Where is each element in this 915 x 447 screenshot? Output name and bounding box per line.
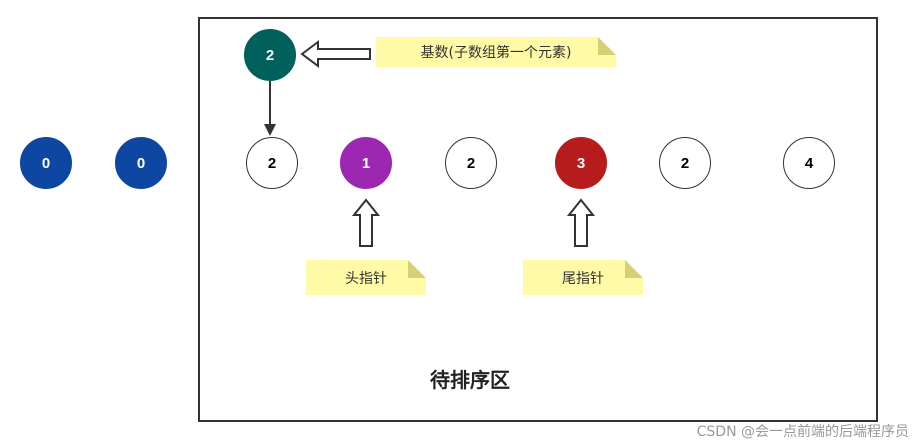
head-pointer-arrow bbox=[351, 198, 381, 247]
tail-pointer-label: 尾指针 bbox=[562, 270, 604, 287]
unsorted-region-frame bbox=[198, 17, 878, 422]
pivot-note: 基数(子数组第一个元素) bbox=[376, 37, 616, 67]
tail-pointer-note: 尾指针 bbox=[523, 260, 643, 295]
region-label: 待排序区 bbox=[430, 368, 510, 392]
head-pointer-label: 头指针 bbox=[345, 270, 387, 287]
note-fold bbox=[625, 260, 643, 278]
array-node: 2 bbox=[246, 137, 298, 189]
tail-pointer-arrow bbox=[566, 198, 596, 247]
note-fold bbox=[598, 37, 616, 55]
outside-node: 0 bbox=[115, 137, 167, 189]
outside-node: 0 bbox=[20, 137, 72, 189]
pivot-down-arrowhead bbox=[264, 124, 276, 136]
watermark: CSDN @会一点前端的后端程序员 bbox=[696, 424, 909, 440]
array-node: 1 bbox=[340, 137, 392, 189]
array-node: 3 bbox=[555, 137, 607, 189]
array-node: 4 bbox=[783, 137, 835, 189]
head-pointer-note: 头指针 bbox=[306, 260, 426, 295]
array-node: 2 bbox=[445, 137, 497, 189]
array-node: 2 bbox=[659, 137, 711, 189]
pivot-note-arrow bbox=[300, 40, 371, 68]
pivot-note-text: 基数(子数组第一个元素) bbox=[420, 45, 572, 61]
pivot-node: 2 bbox=[244, 29, 296, 81]
note-fold bbox=[408, 260, 426, 278]
